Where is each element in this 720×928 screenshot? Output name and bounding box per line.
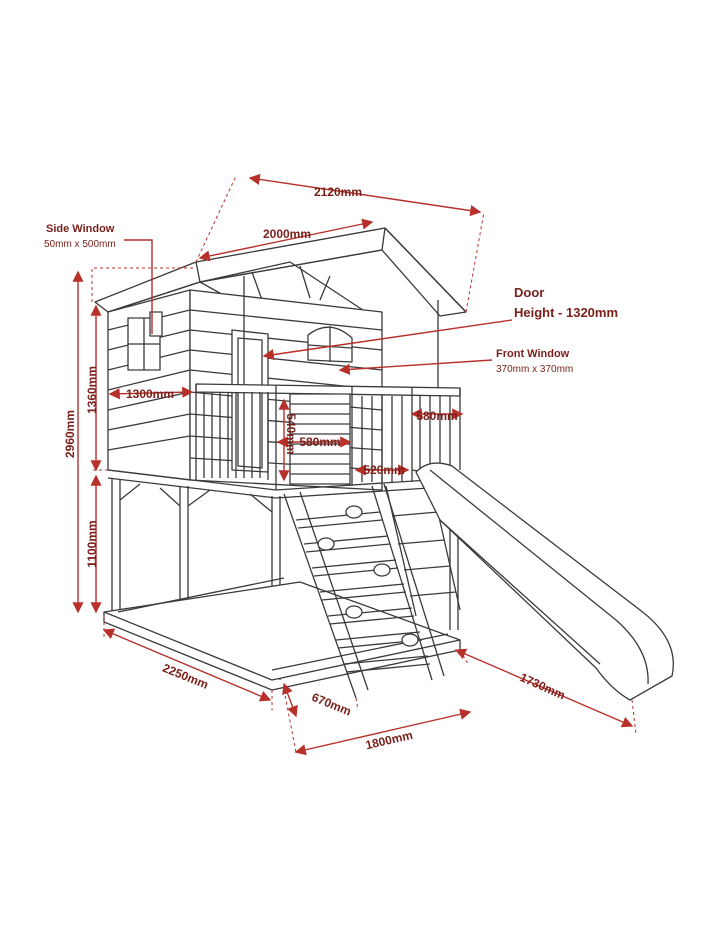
playhouse-drawing — [94, 227, 674, 701]
total-height-label: 2960mm — [63, 410, 77, 458]
door-opening-label: 520mm — [363, 463, 404, 477]
roof-inner-width-label: 2000mm — [263, 227, 311, 241]
side-depth-label: 1300mm — [126, 387, 174, 401]
slide — [415, 462, 674, 701]
side-window-size: 50mm x 500mm — [44, 239, 116, 250]
dimension-lines — [72, 173, 637, 756]
side-depth-line — [108, 386, 194, 400]
ladder-width-line — [282, 682, 298, 718]
slide-length-label: 1730mm — [518, 670, 568, 702]
roof-width-label: 2120mm — [314, 185, 362, 199]
door-height: Height - 1320mm — [514, 305, 618, 320]
base-width-label: 1800mm — [364, 728, 414, 752]
front-window-leader — [338, 359, 493, 375]
base-depth-label: 2250mm — [161, 661, 211, 692]
slide-length-line — [454, 648, 634, 728]
ladder-width-label: 670mm — [310, 690, 354, 718]
base-depth-line — [102, 628, 272, 702]
side-wall — [107, 289, 191, 481]
railing-height-label: 540mm — [284, 413, 298, 454]
door-title: Door — [514, 285, 544, 300]
side-window-leader — [124, 239, 153, 334]
climbing-ramp — [283, 483, 445, 699]
balcony-left-label: 580mm — [299, 435, 340, 449]
balcony-right-label: 580mm — [416, 409, 457, 423]
upper-height-label: 1360mm — [85, 366, 99, 414]
door-leader — [262, 319, 513, 361]
ladder — [385, 485, 461, 617]
front-window-size: 370mm x 370mm — [496, 364, 573, 375]
lower-height-label: 1100mm — [85, 520, 99, 567]
front-window-title: Front Window — [496, 348, 570, 360]
roof-width-line — [248, 173, 482, 217]
roof-inner-width-line — [198, 218, 374, 262]
base-width-line — [294, 708, 472, 756]
side-window-title: Side Window — [46, 223, 115, 235]
